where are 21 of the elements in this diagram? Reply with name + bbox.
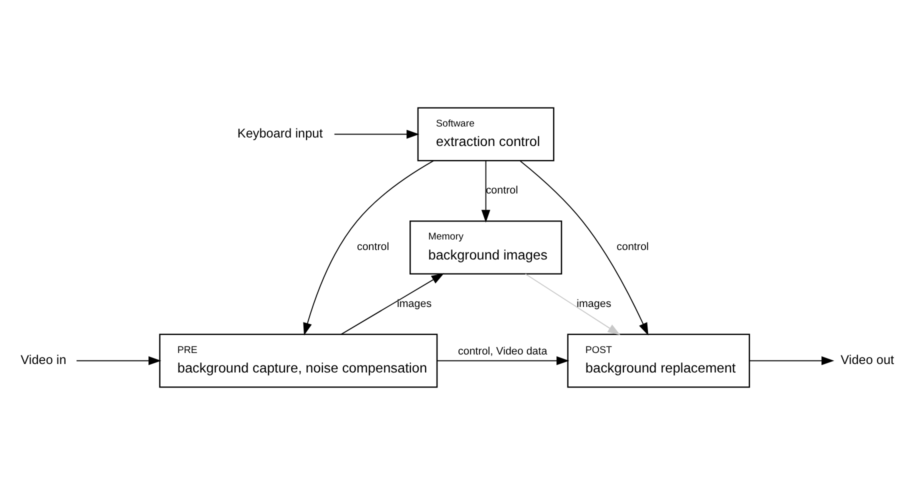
edge-label: images [576,298,612,310]
node-box: Memory background images [410,220,562,274]
edge-label: control [616,241,649,254]
arrow [524,274,620,336]
node-text: Video in [20,353,66,368]
edge-label: control, Video data [458,346,548,358]
node-box: Software extraction control [417,107,554,162]
arrow [76,356,162,366]
arrow [481,160,490,223]
arrow [334,130,420,139]
node-text: Video out [840,353,894,368]
arrow [749,356,834,366]
arrow [303,160,434,336]
arrow [340,273,444,335]
edge-label: control [356,241,390,254]
arrow [436,356,570,366]
node-text: Keyboard input [237,126,323,141]
edge-label: images [397,298,432,310]
node-box: PRE background capture, noise compensation [159,334,438,388]
node-box: POST background replacement [567,334,750,388]
arrow [520,160,648,336]
